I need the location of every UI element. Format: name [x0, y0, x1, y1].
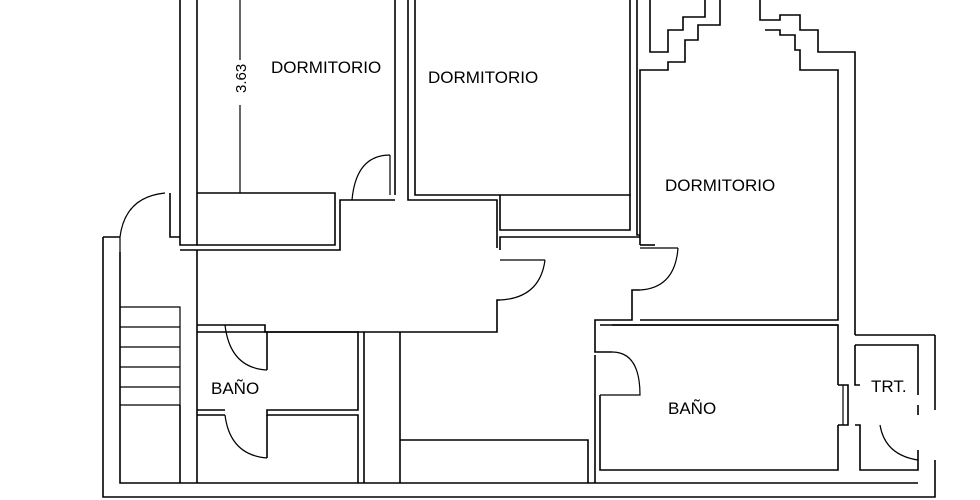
- door-swings: [119, 154, 919, 461]
- room-label-trt: TRT.: [871, 377, 907, 396]
- staircase: [120, 250, 198, 483]
- dorm-1-walls: [197, 0, 415, 251]
- dorm-2-walls: [414, 0, 631, 248]
- hall-walls: [399, 332, 596, 483]
- dimension-label: 3.63: [233, 64, 250, 93]
- room-label-bano-2: BAÑO: [668, 399, 716, 418]
- room-label-bano-1: BAÑO: [211, 379, 259, 398]
- bano-2-walls: [599, 324, 849, 471]
- dorm-3-walls: [636, 0, 856, 335]
- outer-walls: [102, 0, 936, 498]
- room-label-dormitorio-3: DORMITORIO: [665, 176, 775, 195]
- trt-walls: [854, 334, 935, 471]
- corridor-walls: [197, 236, 838, 353]
- room-label-dormitorio-1: DORMITORIO: [271, 58, 381, 77]
- room-label-dormitorio-2: DORMITORIO: [428, 68, 538, 87]
- bano-1-walls: [197, 331, 365, 483]
